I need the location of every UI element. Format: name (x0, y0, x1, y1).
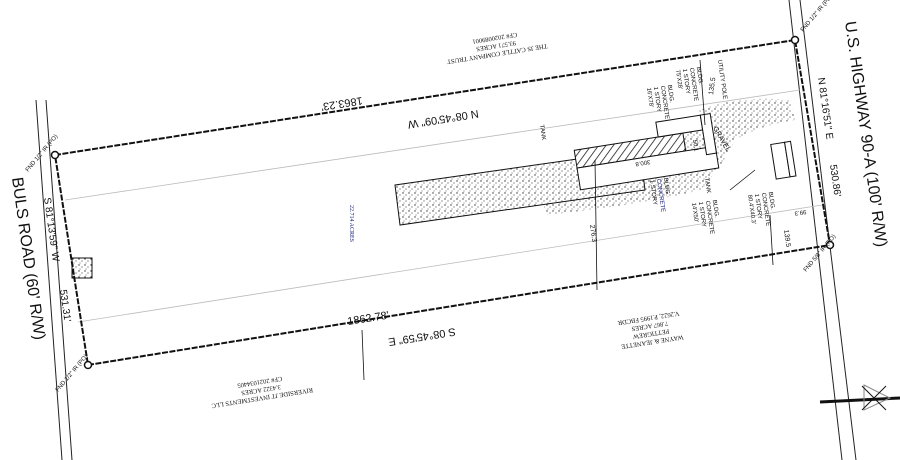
corner-marker-se (825, 240, 835, 250)
dimension-50-1: 50.1 (691, 139, 699, 152)
svg-text:BLDG.: BLDG. (666, 85, 674, 104)
tank-label-1: TANK (538, 124, 546, 140)
svg-text:80.4'X40.3': 80.4'X40.3' (746, 194, 756, 224)
svg-text:75'X28': 75'X28' (674, 69, 683, 89)
dimension-line-139 (769, 214, 774, 266)
easement-lines (64, 89, 823, 323)
building-label-75x28: 75'X28' 1 STORY CONCRETE BLDG. (674, 67, 703, 102)
svg-text:1 STORY: 1 STORY (648, 179, 657, 205)
building-label-14x50: 14'X50' 1 STORY CONCRETE BLDG. (690, 200, 719, 235)
dimension-300-8: 300.8 (634, 158, 650, 166)
svg-text:1 STORY: 1 STORY (681, 68, 690, 94)
east-bearing: N 81°16'51" E (815, 77, 835, 141)
dimension-line-135 (699, 59, 706, 126)
svg-text:BLDG.: BLDG. (695, 67, 703, 86)
building-main (576, 145, 720, 191)
neighbor-north: THE JS CATTLE COMPANY TRUST 93.571 ACRES… (446, 31, 547, 65)
building-label-main: 1 STORY CONCRETE BLDG. (648, 177, 670, 212)
corner-label-ne: FND 1/2" IR (PO) (800, 0, 834, 33)
corner-marker-nw (50, 150, 60, 160)
dimension-99-3: 99.3 (793, 208, 806, 216)
dimension-139-5: 139.5 (782, 229, 791, 247)
svg-text:BLDG.: BLDG. (767, 192, 775, 211)
svg-text:CONCRETE: CONCRETE (704, 200, 715, 234)
west-bearing: S 81°13'59" W (41, 197, 61, 263)
svg-text:CONCRETE: CONCRETE (655, 178, 666, 212)
svg-text:BLDG.: BLDG. (711, 200, 719, 219)
svg-text:CONCRETE: CONCRETE (659, 85, 670, 119)
utility-pole-label: UTILITY POLE (716, 59, 727, 99)
buls-road (35, 99, 73, 460)
north-bearing: N 08°45'09" W (406, 107, 479, 130)
dimension-line-south (361, 329, 365, 381)
south-distance: 1862.78' (347, 310, 390, 328)
canopy (784, 140, 797, 178)
dimension-276-3: 276.3 (588, 224, 597, 242)
svg-text:BLDG.: BLDG. (662, 177, 670, 196)
north-distance: 1863.23' (320, 94, 363, 112)
svg-text:1 STORY: 1 STORY (652, 86, 661, 112)
neighbor-south-west: RIVERSIDE JT INVESTMENTS LLC 3.4322 ACRE… (211, 375, 313, 409)
dimension-line-276 (594, 159, 598, 291)
tank-label-2: TANK (703, 177, 711, 193)
north-arrow-icon (819, 384, 900, 411)
svg-text:16'X78': 16'X78' (645, 87, 654, 107)
south-bearing: S 08°45'59" E (387, 325, 456, 347)
svg-text:14'X50': 14'X50' (690, 202, 699, 222)
svg-text:CONCRETE: CONCRETE (760, 192, 771, 226)
corner-marker-sw (83, 360, 93, 370)
building-50x1 (699, 113, 717, 156)
parcel-acreage: 22.714 ACRES (348, 205, 354, 242)
highway-label: U.S. HIGHWAY 90-A (100' R/W) (841, 20, 890, 248)
dimension-135-5: 135.5 (708, 77, 717, 95)
building-label-80x40: 80.4'X40.3' 1 STORY CONCRETE BLDG. (746, 192, 775, 227)
east-distance: 530.86' (827, 164, 842, 198)
neighbor-south-east: WAYNE & JEANETTE PETTIGREW 7.867 ACRES V… (617, 309, 684, 349)
west-distance: 531.31' (57, 289, 72, 323)
corner-label-sw: FND 1/2" IR (PO) (55, 354, 89, 393)
svg-text:1 STORY: 1 STORY (697, 201, 706, 227)
leader-line (729, 169, 756, 191)
building-label-16x78: 16'X78' 1 STORY CONCRETE BLDG. (645, 85, 674, 120)
svg-text:CONCRETE: CONCRETE (688, 67, 699, 101)
svg-text:1 STORY: 1 STORY (753, 193, 762, 219)
gravel-patch-west (71, 257, 93, 279)
corner-marker-ne (790, 35, 800, 45)
